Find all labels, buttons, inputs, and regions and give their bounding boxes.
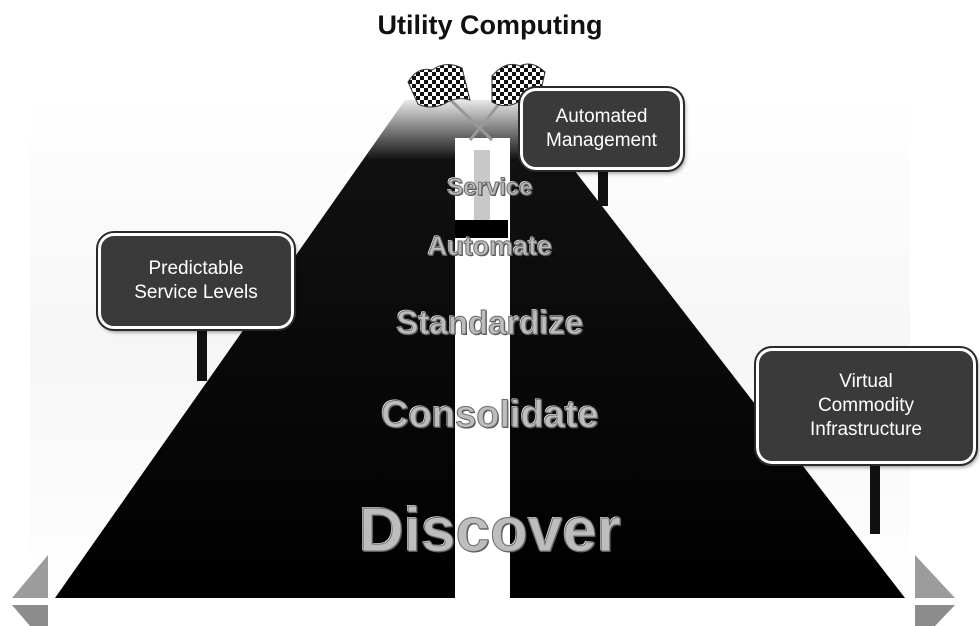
sign-line: Commodity — [817, 395, 915, 417]
stage-consolidate: Consolidate — [381, 394, 599, 436]
virtual-commodity-infrastructure-sign: Virtual Commodity Infrastructure — [754, 346, 978, 466]
stage-service: Service — [447, 174, 533, 201]
stage-standardize: Standardize — [396, 304, 584, 341]
automated-management-sign-post — [598, 168, 608, 206]
stage-automate: Automate — [427, 231, 553, 261]
sign-line: Service Levels — [134, 282, 258, 303]
lane-divider-shade — [474, 150, 490, 220]
stage-discover: Discover — [359, 496, 622, 565]
predictable-service-sign-post — [197, 327, 207, 381]
sign-line: Virtual — [839, 371, 893, 393]
left-arrow-icon — [12, 555, 48, 626]
virtual-infrastructure-sign-post — [870, 462, 880, 534]
sign-line: Predictable — [148, 258, 244, 280]
sign-line: Infrastructure — [810, 418, 922, 440]
page-title: Utility Computing — [377, 10, 603, 40]
sign-line: Automated — [555, 106, 648, 128]
lane-divider — [455, 138, 510, 598]
sign-line: Management — [546, 130, 657, 151]
checkered-flags-icon — [407, 63, 546, 142]
lane-divider-gap — [455, 220, 508, 238]
predictable-service-levels-sign: Predictable Service Levels — [96, 231, 296, 331]
right-arrow-icon — [915, 555, 955, 626]
automated-management-sign: Automated Management — [518, 86, 685, 172]
